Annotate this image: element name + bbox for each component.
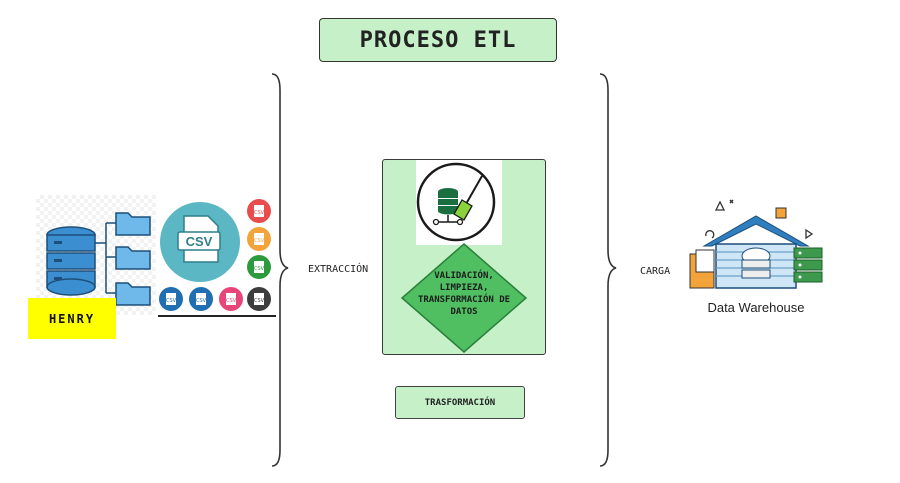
svg-text:CSV: CSV [254, 238, 265, 244]
csv-green-icon: CSV [247, 255, 271, 279]
database-broom-icon [416, 162, 496, 242]
svg-text:CSV: CSV [254, 266, 265, 272]
right-brace [599, 73, 617, 467]
csv-small-circles-row: CSV CSV CSV CSV [159, 287, 271, 311]
csv-files-image: CSV [158, 196, 276, 318]
csv-small-circles-column: CSV CSV CSV [247, 199, 271, 279]
load-label: CARGA [640, 266, 671, 277]
transform-label: TRASFORMACIÓN [424, 397, 496, 408]
csv-blue-icon-1: CSV [159, 287, 183, 311]
svg-text:CSV: CSV [196, 298, 207, 304]
svg-text:CSV: CSV [166, 298, 177, 304]
csv-big-label: CSV [186, 234, 213, 249]
database-folders-image [36, 195, 156, 315]
csv-blue-icon-2: CSV [189, 287, 213, 311]
csv-dark-icon: CSV [247, 287, 271, 311]
data-warehouse-label: Data Warehouse [707, 300, 805, 315]
csv-red-icon: CSV [247, 199, 271, 223]
database-icon [46, 212, 151, 306]
csv-big-icon: CSV [158, 202, 276, 317]
title-text: PROCESO ETL [359, 27, 517, 53]
left-brace [271, 73, 289, 467]
title-box: PROCESO ETL [319, 18, 557, 62]
svg-text:CSV: CSV [254, 298, 265, 304]
extraction-label: EXTRACCIÓN [308, 264, 369, 275]
svg-text:CSV: CSV [226, 298, 237, 304]
henry-logo: HENRY [28, 298, 116, 339]
process-step-text: VALIDACIÓN, LIMPIEZA, TRANSFORMACIÓN DE … [417, 271, 511, 317]
process-diamond [400, 243, 528, 353]
data-warehouse-icon [689, 199, 823, 289]
svg-text:CSV: CSV [254, 210, 265, 216]
csv-pink-icon: CSV [219, 287, 243, 311]
henry-logo-text: HENRY [48, 311, 96, 326]
csv-orange-icon: CSV [247, 227, 271, 251]
data-cleaning-card [416, 160, 502, 245]
transform-label-box: TRASFORMACIÓN [395, 386, 525, 419]
